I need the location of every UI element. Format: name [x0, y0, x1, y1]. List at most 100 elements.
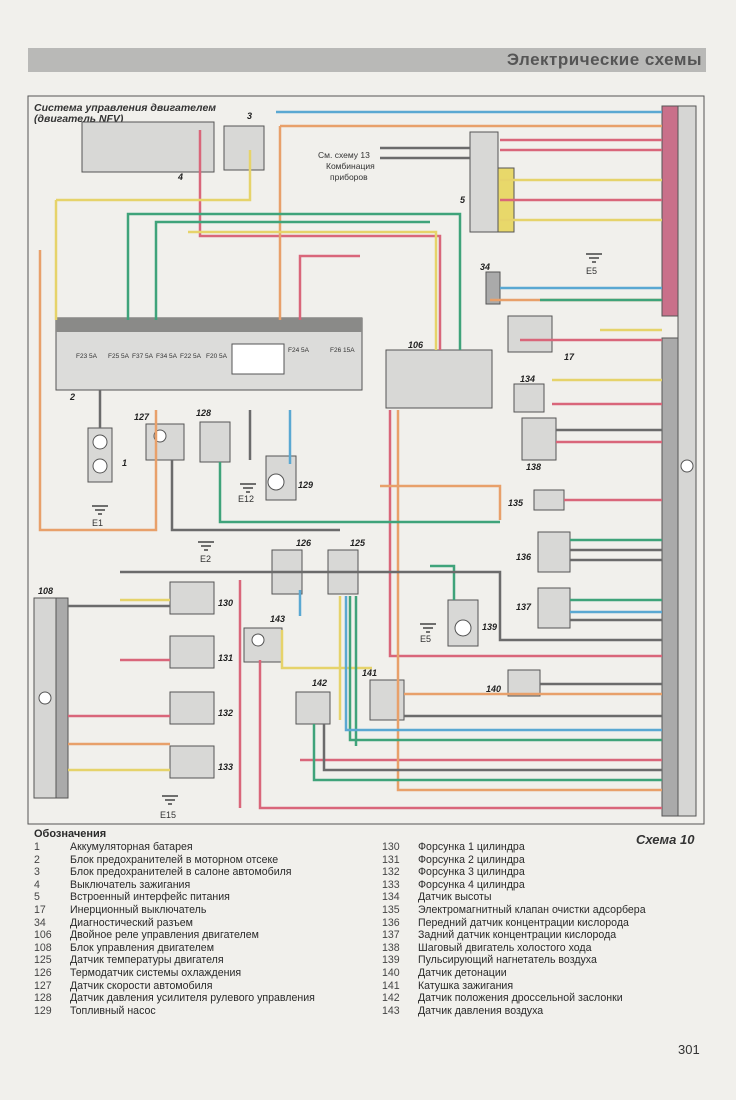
label-108: 108	[38, 586, 53, 596]
legend-item-text: Блок предохранителей в моторном отсеке	[70, 853, 279, 866]
legend-item-text: Блок предохранителей в салоне автомобиля	[70, 866, 292, 879]
legend-item-text: Датчик температуры двигателя	[70, 954, 224, 967]
label-134: 134	[520, 374, 535, 384]
knock-sensor-140	[507, 669, 541, 697]
power-interface-5	[469, 131, 499, 233]
legend-item-number: 140	[382, 966, 400, 979]
label-143: 143	[270, 614, 285, 624]
legend-item-number: 17	[34, 903, 46, 916]
fuse-label: F37 5A	[132, 353, 154, 360]
legend-item-text: Блок управления двигателем	[70, 941, 214, 954]
scheme-label: Схема 10	[636, 832, 695, 847]
legend-item-text: Пульсирующий нагнетатель воздуха	[418, 954, 597, 967]
legend-item-text: Выключатель зажигания	[70, 878, 191, 891]
legend-item-number: 3	[34, 866, 40, 879]
legend-item: 140 Датчик детонации	[382, 967, 692, 980]
legend-item-number: 142	[382, 992, 400, 1005]
connector-right-bottom	[661, 337, 679, 817]
purge-valve-135	[533, 489, 565, 511]
ground-e15: E15	[160, 810, 176, 820]
label-141: 141	[362, 668, 377, 678]
legend-item-text: Инерционный выключатель	[70, 903, 207, 916]
label-130: 130	[218, 598, 233, 608]
label-142: 142	[312, 678, 327, 688]
height-sensor-134	[513, 383, 545, 413]
label-106: 106	[408, 340, 424, 350]
legend-item-number: 2	[34, 853, 40, 866]
map-sensor-143	[243, 627, 283, 663]
ground-e2: E2	[200, 554, 211, 564]
label-140: 140	[486, 684, 501, 694]
label-136: 136	[516, 552, 532, 562]
label-137: 137	[516, 602, 532, 612]
connector-right-top	[661, 105, 679, 317]
legend-item-text: Датчик скорости автомобиля	[70, 979, 213, 992]
label-138: 138	[526, 462, 541, 472]
legend-item-text: Форсунка 1 цилиндра	[418, 841, 525, 853]
label-4: 4	[177, 172, 183, 182]
page-number: 301	[678, 1042, 700, 1057]
legend-item-number: 108	[34, 941, 52, 954]
ground-e12: E12	[238, 494, 254, 504]
legend-item-number: 143	[382, 1004, 400, 1017]
label-132: 132	[218, 708, 233, 718]
legend-item-text: Форсунка 2 цилиндра	[418, 853, 525, 866]
note-line2: Комбинация	[326, 161, 375, 171]
inertia-switch-17	[507, 315, 553, 353]
injector-133	[169, 745, 215, 779]
legend-item: 136 Передний датчик концентрации кислород…	[382, 917, 692, 930]
fuse-label: F25 5A	[108, 353, 130, 360]
fuse-label: F26 15A	[330, 347, 355, 354]
label-3: 3	[247, 111, 252, 121]
legend-item-number: 5	[34, 891, 40, 904]
legend-item-number: 134	[382, 891, 400, 904]
ecu-symbol-right	[680, 459, 694, 473]
ground-e1: E1	[92, 518, 103, 528]
legend-item-text: Датчик давления воздуха	[418, 1004, 544, 1017]
steering-pressure-128	[199, 421, 231, 463]
label-125: 125	[350, 538, 366, 548]
ecu-108-symbol	[38, 691, 52, 705]
legend-item-number: 126	[34, 966, 52, 979]
legend-item-number: 131	[382, 853, 400, 866]
legend-item: 2 Блок предохранителей в моторном отсеке	[34, 854, 364, 867]
front-o2-sensor-136	[537, 531, 571, 573]
injector-130	[169, 581, 215, 615]
legend-item: 126 Термодатчик системы охлаждения	[34, 967, 364, 980]
legend-item-text: Встроенный интерфейс питания	[70, 891, 230, 904]
legend-item-text: Термодатчик системы охлаждения	[70, 966, 242, 979]
legend-item: 17 Инерционный выключатель	[34, 904, 364, 917]
fuse-label: F22 5A	[180, 353, 202, 360]
label-1: 1	[122, 458, 127, 468]
legend-item-text: Диагностический разъем	[70, 916, 193, 929]
label-135: 135	[508, 498, 524, 508]
legend-item-text: Задний датчик концентрации кислорода	[418, 929, 617, 942]
wires-gray	[68, 146, 662, 772]
fuse-label: F23 5A	[76, 353, 98, 360]
note-line3: приборов	[330, 172, 368, 182]
legend-item-number: 136	[382, 916, 400, 929]
wires-yellow	[54, 150, 662, 772]
ground-symbols	[92, 253, 602, 805]
legend-item-text: Датчик детонации	[418, 966, 507, 979]
legend-item-text: Форсунка 3 цилиндра	[418, 866, 525, 879]
label-2: 2	[69, 392, 75, 402]
legend-item-text: Передний датчик концентрации кислорода	[418, 916, 629, 929]
legend-item-text: Шаговый двигатель холостого хода	[418, 941, 592, 954]
legend-item-text: Электромагнитный клапан очистки адсорбер…	[418, 903, 646, 916]
ignition-switch-4	[81, 121, 215, 173]
label-34: 34	[480, 262, 490, 272]
